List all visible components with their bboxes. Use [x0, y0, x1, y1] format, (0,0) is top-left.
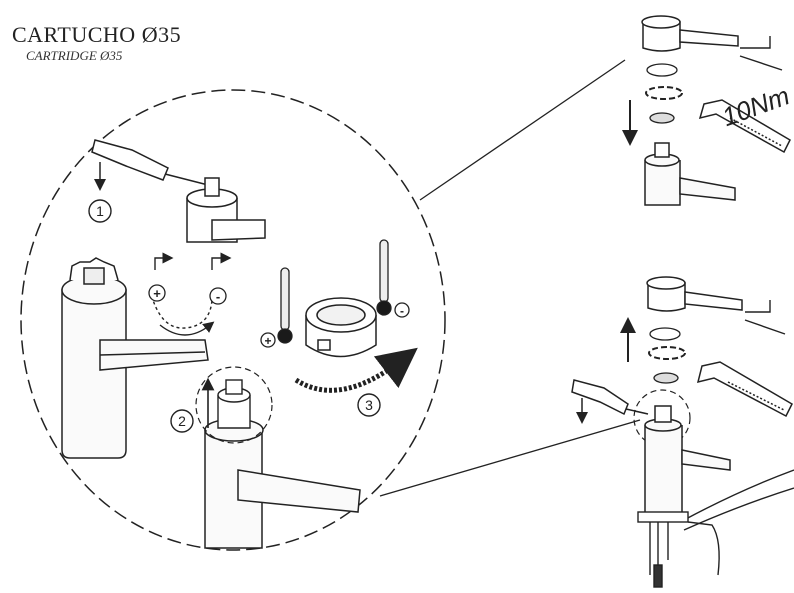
- screwdriver-bottom: [571, 379, 649, 424]
- washer-top: [646, 63, 678, 77]
- svg-text:-: -: [216, 289, 220, 304]
- faucet-body-top: [644, 142, 736, 206]
- step-3-label: 3: [365, 397, 373, 413]
- hex-key-bottom: [744, 300, 786, 335]
- plus-marker-small: +: [148, 284, 166, 302]
- screwdriver-tool-step1: [91, 139, 213, 191]
- title-spanish: CARTUCHO Ø35: [12, 22, 182, 47]
- minus-marker-small: -: [209, 287, 227, 305]
- handle-lever-bottom: [646, 276, 743, 312]
- step-1-marker: 1: [88, 199, 112, 223]
- svg-text:+: +: [153, 286, 161, 301]
- rotate-arrow-bottom: [648, 346, 686, 360]
- cartridge-step2: [217, 379, 251, 429]
- detail-circle: [20, 89, 446, 551]
- svg-text:+: +: [264, 334, 271, 348]
- thermometer-hot-icon: +: [260, 267, 293, 348]
- washer-bottom: [649, 327, 681, 341]
- step-2-label: 2: [178, 413, 186, 429]
- basin-edge: [683, 469, 794, 531]
- step-2-marker: 2: [170, 409, 194, 433]
- cartridge-top-step1: [186, 177, 266, 243]
- handle-lever-top: [641, 15, 739, 52]
- faucet-body-bottom: [644, 405, 731, 516]
- limiter-ring: [305, 297, 377, 358]
- wrench-top-icon: [698, 99, 791, 154]
- wrench-bottom-icon: [696, 361, 793, 418]
- faucet-body-step2: [204, 418, 361, 549]
- nut-bottom: [653, 372, 679, 384]
- step-1-label: 1: [96, 203, 104, 219]
- faucet-body-large: [61, 257, 209, 459]
- rotation-arrow-step3: [294, 347, 418, 393]
- nut-top: [649, 112, 675, 124]
- rotate-arrow-top: [645, 86, 683, 100]
- detail-circle-small: [195, 366, 273, 444]
- hex-key-top: [739, 36, 783, 71]
- thermometer-cold-icon: -: [376, 239, 410, 318]
- svg-text:-: -: [400, 304, 404, 318]
- title-english: CARTRIDGE Ø35: [26, 48, 123, 63]
- mounting-hardware: [637, 511, 720, 588]
- leader-lines: [379, 59, 641, 497]
- rotation-indicator: [149, 252, 232, 336]
- step-3-marker: 3: [357, 393, 381, 417]
